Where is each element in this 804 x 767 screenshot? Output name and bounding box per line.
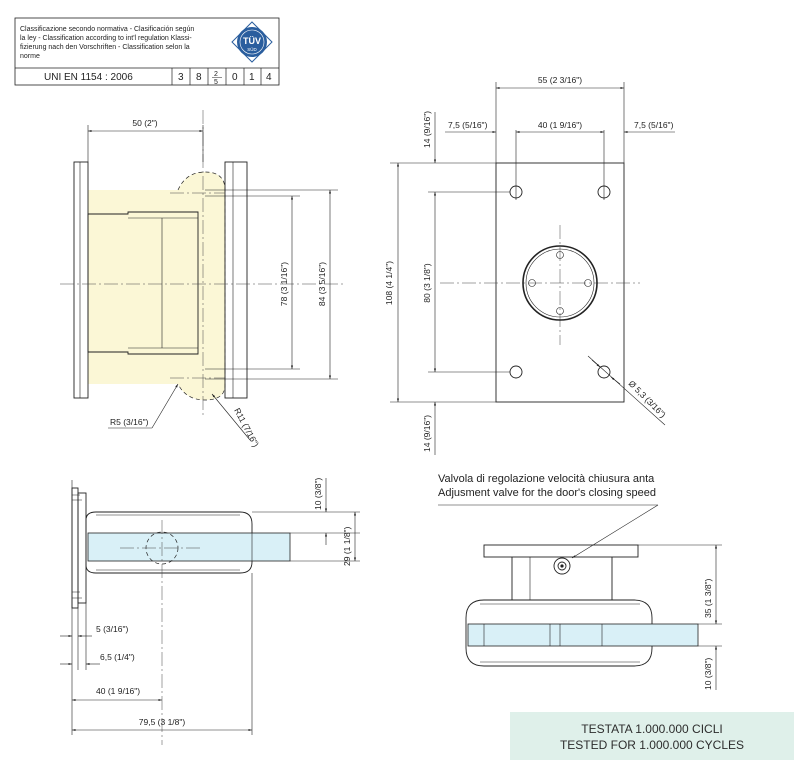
dim-plate-left-offset: 7,5 (5/16")	[448, 120, 488, 130]
dim-valve-h10: 10 (3/8")	[703, 658, 713, 690]
classification-line-1: Classificazione secondo normativa - Clas…	[20, 26, 194, 33]
class-cell-6: 4	[266, 72, 272, 83]
front-view: 50 (2") 78 (3 1/16") 84 (3 5/16") R5 (3/…	[60, 110, 345, 449]
tuv-logo: TÜV SÜD	[231, 21, 273, 63]
class-cell-4: 0	[232, 72, 238, 83]
dim-side-t10: 10 (3/8")	[313, 478, 323, 510]
dim-plate-height: 108 (4 1/4")	[384, 261, 394, 305]
dim-front-h78: 78 (3 1/16")	[279, 262, 289, 306]
class-cell-3-bottom: 5	[214, 79, 218, 86]
dim-side-t29: 29 (1 1/8")	[342, 526, 352, 566]
tuv-logo-text: TÜV	[243, 36, 261, 46]
valve-note-english: Adjusment valve for the door's closing s…	[438, 487, 656, 499]
dim-side-d795: 79,5 (3 1/8")	[139, 717, 186, 727]
dim-front-r5: R5 (3/16")	[110, 417, 149, 427]
dim-front-h84: 84 (3 5/16")	[317, 262, 327, 306]
class-cell-1: 3	[178, 72, 184, 83]
classification-line-3: fizierung nach den Vorschriften - Classi…	[20, 44, 190, 51]
dim-side-d40: 40 (1 9/16")	[96, 686, 140, 696]
dim-front-r11: R11 (7/16")	[232, 406, 261, 448]
dim-side-d65: 6,5 (1/4")	[100, 652, 135, 662]
dim-plate-right-offset: 7,5 (5/16")	[634, 120, 674, 130]
classification-line-2: la ley - Classification according to int…	[20, 35, 192, 42]
dim-plate-hole: Ø 5,3 (3/16")	[627, 378, 668, 419]
dim-valve-h35: 35 (1 3/8")	[703, 578, 713, 618]
side-view: 10 (3/8") 29 (1 1/8") 5 (3/16") 6,5 (1/4…	[60, 478, 360, 745]
valve-view: Valvola di regolazione velocità chiusura…	[438, 473, 722, 690]
test-badge-line-1: TESTATA 1.000.000 CICLI	[581, 722, 722, 736]
classification-line-4: norme	[20, 53, 40, 60]
valve-note-italian: Valvola di regolazione velocità chiusura…	[438, 473, 655, 485]
dim-side-d5: 5 (3/16")	[96, 624, 128, 634]
standard-code: UNI EN 1154 : 2006	[44, 72, 133, 83]
dim-plate-width: 55 (2 3/16")	[538, 75, 582, 85]
dim-front-width: 50 (2")	[132, 118, 157, 128]
tuv-logo-subtext: SÜD	[247, 46, 257, 52]
plate-view: 55 (2 3/16") 7,5 (5/16") 40 (1 9/16") 7,…	[384, 75, 675, 455]
dim-plate-top: 14 (9/16")	[422, 111, 432, 148]
dim-plate-bottom: 14 (9/16")	[422, 415, 432, 452]
dim-plate-spacing: 40 (1 9/16")	[538, 120, 582, 130]
test-badge: TESTATA 1.000.000 CICLI TESTED FOR 1.000…	[510, 712, 794, 760]
test-badge-line-2: TESTED FOR 1.000.000 CYCLES	[560, 738, 744, 752]
dim-plate-inner: 80 (3 1/8")	[422, 263, 432, 303]
classification-box: Classificazione secondo normativa - Clas…	[14, 17, 280, 86]
class-cell-5: 1	[249, 72, 255, 83]
class-cell-2: 8	[196, 72, 202, 83]
class-cell-3-top: 2	[214, 71, 218, 78]
